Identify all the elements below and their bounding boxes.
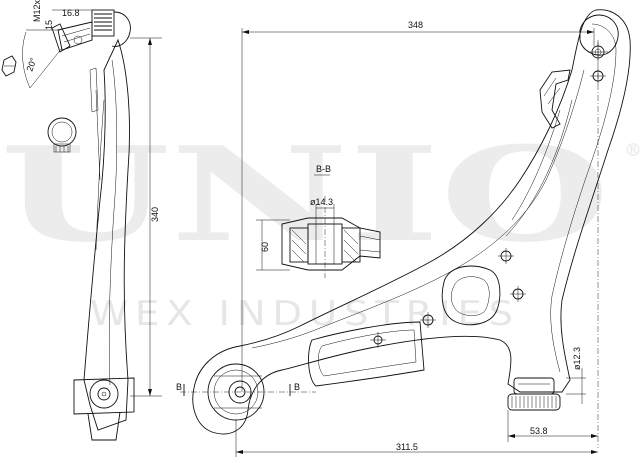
ball-joint-angle: 20° (24, 56, 38, 73)
arrow-head-3 (242, 30, 249, 34)
ball-joint-threads (94, 13, 112, 31)
watermark-subtitle: WEX INDUSTRIES (90, 294, 520, 334)
bushing-height: 60 (260, 242, 270, 252)
stud-small: 15 (44, 20, 54, 30)
watermark: UNIO ® WEX INDUSTRIES (0, 118, 640, 334)
watermark-registered: ® (624, 140, 640, 161)
section-bb: B-B ø14.3 60 (256, 164, 381, 278)
side-lower-bushing (73, 377, 135, 441)
stud-pin (73, 35, 83, 45)
ball-joint-cap (111, 11, 131, 47)
side-arm-edge (95, 89, 105, 251)
overall-width: 348 (408, 20, 423, 30)
top-view: 348 (176, 9, 631, 457)
section-mark-left: B (176, 382, 182, 392)
side-bushing-icon (47, 117, 77, 153)
angle-ref-line-2 (29, 47, 63, 89)
section-hatch (291, 229, 359, 263)
pocket-oval-inner (451, 276, 490, 316)
arm-rib-3 (505, 99, 573, 237)
stud-length: 16.8 (62, 8, 80, 18)
stud-nut (51, 23, 71, 53)
angle-arc (22, 31, 31, 89)
rear-stud (507, 377, 561, 411)
stud-lines (61, 27, 91, 43)
hole-right (510, 286, 526, 302)
stud-diameter: ø12.3 (572, 347, 582, 370)
hex-nut-icon (1, 55, 17, 77)
section-mark-right: B (294, 382, 300, 392)
ball-joint-offset: 53.8 (530, 426, 548, 436)
arrow-head-6 (591, 434, 598, 438)
arm-rib-2 (511, 109, 561, 221)
arm-outline (192, 9, 631, 435)
arrow-head-5 (508, 434, 515, 438)
pocket-rect-inner (318, 329, 417, 377)
overall-height: 340 (150, 207, 160, 222)
bracket-lines (543, 77, 561, 105)
section-title: B-B (316, 164, 331, 174)
hole-upper (590, 68, 606, 84)
pocket-rect (308, 321, 425, 387)
ball-joint-stud (57, 21, 93, 51)
side-arm-rib (108, 59, 118, 386)
arrow-head-8 (591, 450, 598, 454)
pocket-oval (441, 265, 501, 326)
hole-lower (370, 332, 386, 348)
bottom-length: 311.5 (396, 442, 418, 452)
arrow-head-2 (148, 389, 152, 396)
side-view: 20° M12x1.25 16.8 15 340 (1, 0, 162, 441)
section-flange (359, 235, 381, 253)
side-tab (89, 67, 99, 113)
side-arm-body (83, 38, 130, 431)
watermark-brand: UNIO (0, 118, 610, 271)
arrow-head-7 (236, 450, 243, 454)
arrow-head (148, 38, 152, 45)
section-outline (281, 217, 381, 271)
hole-center (420, 312, 436, 328)
sensor-bracket (539, 69, 571, 129)
bushing-diameter: ø14.3 (310, 197, 333, 207)
hole-mid (498, 248, 514, 264)
ball-joint-thread: M12x1.25 (32, 0, 42, 22)
top-ball-joint (579, 14, 619, 62)
arrow-head-4 (587, 30, 594, 34)
